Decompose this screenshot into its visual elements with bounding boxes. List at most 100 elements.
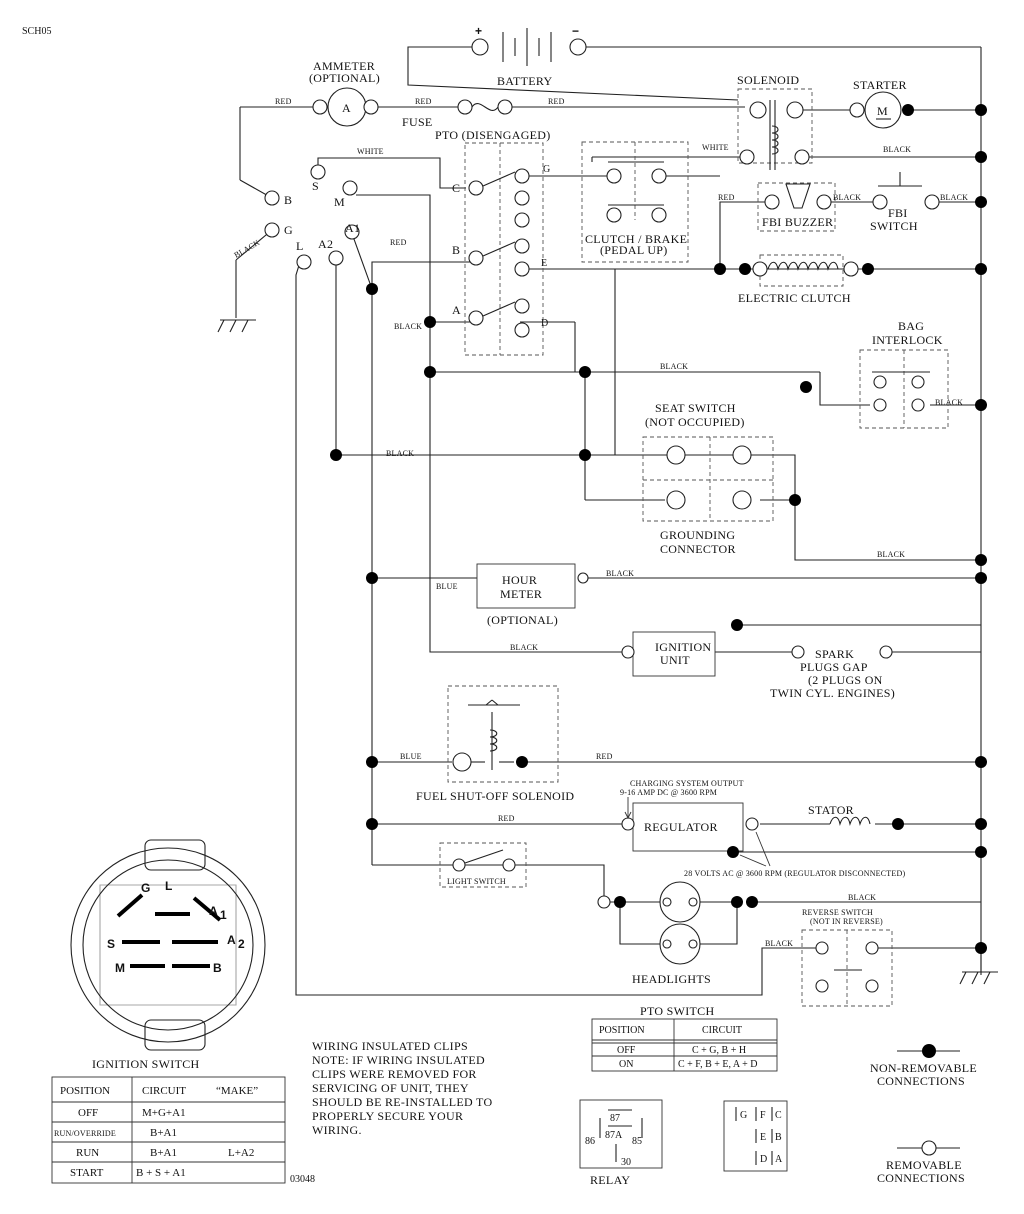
connector-e: E	[760, 1132, 766, 1143]
fuse-label: FUSE	[402, 115, 433, 129]
wire-label-white-2: WHITE	[702, 143, 729, 152]
electric-clutch: ELECTRIC CLUTCH	[738, 254, 859, 305]
legend-removable-sub: CONNECTIONS	[877, 1171, 965, 1185]
connector-a: A	[775, 1154, 783, 1165]
ammeter-optional: (OPTIONAL)	[309, 71, 380, 85]
pto-terminal-e: E	[541, 258, 547, 269]
terminal-l: L	[296, 239, 304, 253]
pto-row-0-position: OFF	[617, 1045, 636, 1056]
clutch-brake-label: CLUTCH / BRAKE	[585, 232, 687, 246]
ignition-switch-terminals: S M B G A1 A2 L	[264, 164, 360, 270]
ign-row-0-position: OFF	[78, 1107, 98, 1119]
relay: 87 87A 86 85 30 RELAY	[579, 1099, 663, 1187]
fbi-buzzer-label: FBI BUZZER	[762, 215, 833, 229]
solenoid: SOLENOID	[737, 73, 813, 170]
bag-interlock-sub: INTERLOCK	[872, 333, 943, 347]
connector-plug: G F C E B D A	[723, 1100, 788, 1172]
ammeter: A AMMETER (OPTIONAL)	[309, 59, 380, 127]
ammeter-title: AMMETER	[313, 59, 375, 73]
charging-output-label: CHARGING SYSTEM OUTPUT	[630, 779, 744, 788]
relay-pin-86: 86	[585, 1136, 595, 1147]
pto-table-title: PTO SWITCH	[640, 1004, 714, 1018]
bag-interlock: BAG INTERLOCK	[859, 319, 949, 429]
battery: + − BATTERY	[471, 24, 587, 88]
wire-label-black-6: BLACK	[660, 362, 688, 371]
wire-label-red-1: RED	[275, 97, 292, 106]
battery-minus: −	[572, 24, 579, 38]
hour-meter-label: HOUR	[502, 573, 537, 587]
pto-terminal-a: A	[452, 303, 461, 317]
note-line-6: PROPERLY SECURE YOUR	[312, 1109, 463, 1123]
connector-d: D	[760, 1154, 767, 1165]
starter-symbol: M	[877, 104, 888, 118]
ignition-unit-sub: UNIT	[660, 653, 690, 667]
fbi-switch-label: FBI	[888, 206, 908, 220]
voltage-note-text: 28 VOLTS AC @ 3600 RPM (REGULATOR DISCON…	[684, 869, 905, 878]
pto-row-1-position: ON	[619, 1059, 633, 1070]
drawing-number: 03048	[290, 1174, 315, 1185]
pto-row-0-circuit: C + G, B + H	[692, 1045, 746, 1056]
ign-th-circuit: CIRCUIT	[142, 1085, 186, 1097]
reverse-switch-label: REVERSE SWITCH	[802, 908, 873, 917]
wire-label-red-5: RED	[718, 193, 735, 202]
regulator: REGULATOR CHARGING SYSTEM OUTPUT 9-16 AM…	[620, 779, 759, 852]
wire-label-black-3: BLACK	[940, 193, 968, 202]
pto-terminal-c: C	[452, 181, 460, 195]
wire-label-black-12: BLACK	[848, 893, 876, 902]
spark-plugs-note2: TWIN CYL. ENGINES)	[770, 686, 895, 700]
terminal-a1: A1	[345, 221, 360, 235]
wire-label-black-11: BLACK	[510, 643, 538, 652]
legend-non-removable: NON-REMOVABLE	[870, 1061, 977, 1075]
wire-label-black-5: BLACK	[394, 322, 422, 331]
ign-th-make: “MAKE”	[216, 1085, 258, 1097]
wire-color-labels: RED RED RED WHITE WHITE BLACK RED RED BL…	[233, 97, 968, 948]
wire-label-red-2: RED	[415, 97, 432, 106]
starter: M STARTER	[849, 78, 907, 129]
reverse-switch-sub: (NOT IN REVERSE)	[810, 917, 883, 926]
ign-row-3-position: START	[70, 1167, 104, 1179]
electric-clutch-label: ELECTRIC CLUTCH	[738, 291, 851, 305]
wire-label-black-9: BLACK	[877, 550, 905, 559]
wire-label-red-6: RED	[596, 752, 613, 761]
switch-face-g: G	[141, 881, 150, 895]
switch-face-a1: A	[209, 904, 218, 918]
clutch-brake-sub: (PEDAL UP)	[600, 243, 668, 257]
pto-row-1-circuit: C + F, B + E, A + D	[678, 1059, 757, 1070]
wire-label-blue-1: BLUE	[436, 582, 458, 591]
switch-face-m: M	[115, 961, 125, 975]
wire-label-black-4: BLACK	[233, 238, 262, 260]
relay-label: RELAY	[590, 1173, 630, 1187]
stator-label: STATOR	[808, 803, 854, 817]
ign-row-1-circuit: B+A1	[150, 1127, 177, 1139]
headlights-label: HEADLIGHTS	[632, 972, 711, 986]
stator: STATOR	[808, 803, 871, 827]
ignition-switch-face: G L A 1 A 2 S M B	[70, 839, 266, 1051]
wire-label-white-1: WHITE	[357, 147, 384, 156]
switch-face-a2-sub: 2	[238, 937, 245, 951]
terminal-b: B	[284, 193, 292, 207]
note-line-7: WIRING.	[312, 1123, 362, 1137]
pto-terminal-g: G	[543, 164, 550, 175]
terminal-a2: A2	[318, 237, 333, 251]
clutch-brake-switch: CLUTCH / BRAKE (PEDAL UP)	[581, 141, 689, 263]
ign-row-1-position: RUN/OVERRIDE	[54, 1129, 116, 1138]
wiring-clips-note: WIRING INSULATED CLIPS NOTE: IF WIRING I…	[312, 1039, 492, 1137]
pto-terminal-d: D	[541, 318, 548, 329]
solenoid-label: SOLENOID	[737, 73, 799, 87]
fbi-switch: FBI SWITCH	[870, 172, 940, 233]
switch-face-b: B	[213, 961, 222, 975]
seat-switch-label: SEAT SWITCH	[655, 401, 736, 415]
spark-plugs-note1: (2 PLUGS ON	[808, 673, 883, 687]
ign-row-2-make: L+A2	[228, 1147, 254, 1159]
hour-meter-sub: METER	[500, 587, 542, 601]
reverse-switch: REVERSE SWITCH (NOT IN REVERSE)	[801, 908, 893, 1007]
wire-label-black-2: BLACK	[833, 193, 861, 202]
ignition-unit-label: IGNITION	[655, 640, 711, 654]
ignition-table-title: IGNITION SWITCH	[92, 1057, 200, 1071]
wire-label-blue-2: BLUE	[400, 752, 422, 761]
starter-label: STARTER	[853, 78, 907, 92]
relay-pin-87a: 87A	[605, 1130, 623, 1141]
pto-switch-table: PTO SWITCH POSITION CIRCUIT OFF C + G, B…	[591, 1004, 778, 1072]
figure-code: SCH05	[22, 26, 51, 37]
switch-face-s: S	[107, 937, 115, 951]
